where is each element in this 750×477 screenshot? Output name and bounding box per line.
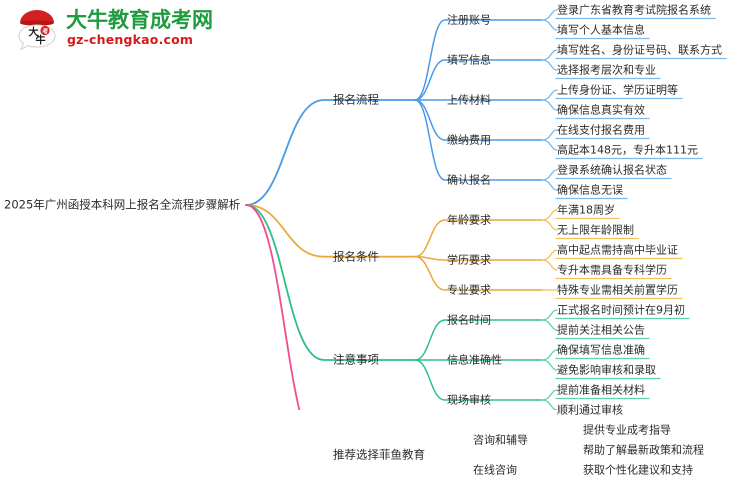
svg-text:考: 考 bbox=[42, 28, 48, 36]
leaf-node-1-4-2[interactable]: 高起本148元，专升本111元 bbox=[557, 143, 698, 157]
leaf-node-1-1-1[interactable]: 登录广东省教育考试院报名系统 bbox=[557, 3, 711, 17]
branch-node-3[interactable]: 注意事项 bbox=[333, 352, 379, 367]
leaf-node-3-1-2[interactable]: 提前关注相关公告 bbox=[557, 323, 645, 337]
leaf-node-3-3-2[interactable]: 顺利通过审核 bbox=[557, 403, 623, 417]
site-logo: 大 牛 考 大牛教育成考网 gz-chengkao.com bbox=[14, 6, 244, 54]
sub-node-2-3[interactable]: 专业要求 bbox=[447, 283, 491, 297]
root-node[interactable]: 2025年广州函授本科网上报名全流程步骤解析 bbox=[4, 197, 241, 212]
leaf-node-4-1-1[interactable]: 提供专业成考指导 bbox=[583, 423, 671, 437]
daniu-bull-logo-icon: 大 牛 考 bbox=[18, 10, 56, 51]
leaf-node-4-2-1[interactable]: 获取个性化建议和支持 bbox=[583, 463, 693, 477]
mindmap-canvas: 大 牛 考 大牛教育成考网 gz-chengkao.com 报名流程注册账号登录… bbox=[4, 3, 727, 476]
leaf-node-2-2-2[interactable]: 专升本需具备专科学历 bbox=[557, 263, 667, 277]
leaf-node-1-4-1[interactable]: 在线支付报名费用 bbox=[557, 123, 645, 137]
sub-node-4-2[interactable]: 在线咨询 bbox=[473, 463, 517, 477]
branch-node-1[interactable]: 报名流程 bbox=[333, 92, 379, 107]
leaf-node-1-3-2[interactable]: 确保信息真实有效 bbox=[557, 103, 645, 117]
leaf-node-2-3-1[interactable]: 特殊专业需相关前置学历 bbox=[557, 283, 678, 297]
leaf-node-2-2-1[interactable]: 高中起点需持高中毕业证 bbox=[557, 243, 678, 257]
leaf-node-1-5-1[interactable]: 登录系统确认报名状态 bbox=[557, 163, 667, 177]
leaf-node-1-3-1[interactable]: 上传身份证、学历证明等 bbox=[557, 83, 678, 97]
sub-node-1-2[interactable]: 填写信息 bbox=[447, 53, 491, 67]
sub-node-3-1[interactable]: 报名时间 bbox=[447, 313, 491, 327]
leaf-node-4-1-2[interactable]: 帮助了解最新政策和流程 bbox=[583, 443, 704, 457]
sub-node-1-3[interactable]: 上传材料 bbox=[447, 93, 491, 107]
logo-domain: gz-chengkao.com bbox=[67, 32, 194, 47]
leaf-node-3-3-1[interactable]: 提前准备相关材料 bbox=[557, 383, 645, 397]
sub-node-2-1[interactable]: 年龄要求 bbox=[447, 213, 491, 227]
logo-title: 大牛教育成考网 bbox=[66, 8, 213, 32]
sub-node-2-2[interactable]: 学历要求 bbox=[447, 253, 491, 267]
sub-node-3-2[interactable]: 信息准确性 bbox=[447, 353, 502, 367]
svg-text:大: 大 bbox=[29, 26, 39, 39]
sub-node-1-4[interactable]: 缴纳费用 bbox=[447, 133, 491, 147]
branch-node-2[interactable]: 报名条件 bbox=[333, 248, 379, 263]
sub-node-1-5[interactable]: 确认报名 bbox=[447, 173, 491, 187]
leaf-node-1-1-2[interactable]: 填写个人基本信息 bbox=[557, 23, 645, 37]
sub-node-1-1[interactable]: 注册账号 bbox=[447, 13, 491, 27]
branch-node-4[interactable]: 推荐选择菲鱼教育 bbox=[333, 447, 425, 462]
leaf-node-3-2-2[interactable]: 避免影响审核和录取 bbox=[557, 363, 656, 377]
sub-node-3-3[interactable]: 现场审核 bbox=[447, 393, 491, 407]
leaf-node-3-1-1[interactable]: 正式报名时间预计在9月初 bbox=[557, 303, 685, 317]
leaf-node-2-1-1[interactable]: 年满18周岁 bbox=[557, 203, 615, 217]
svg-text:牛: 牛 bbox=[36, 34, 46, 47]
sub-node-4-1[interactable]: 咨询和辅导 bbox=[473, 433, 528, 447]
leaf-node-1-2-1[interactable]: 填写姓名、身份证号码、联系方式 bbox=[557, 43, 722, 57]
leaf-node-3-2-1[interactable]: 确保填写信息准确 bbox=[557, 343, 645, 357]
leaf-node-1-2-2[interactable]: 选择报考层次和专业 bbox=[557, 63, 656, 77]
leaf-node-1-5-2[interactable]: 确保信息无误 bbox=[557, 183, 623, 197]
leaf-node-2-1-2[interactable]: 无上限年龄限制 bbox=[557, 223, 634, 237]
